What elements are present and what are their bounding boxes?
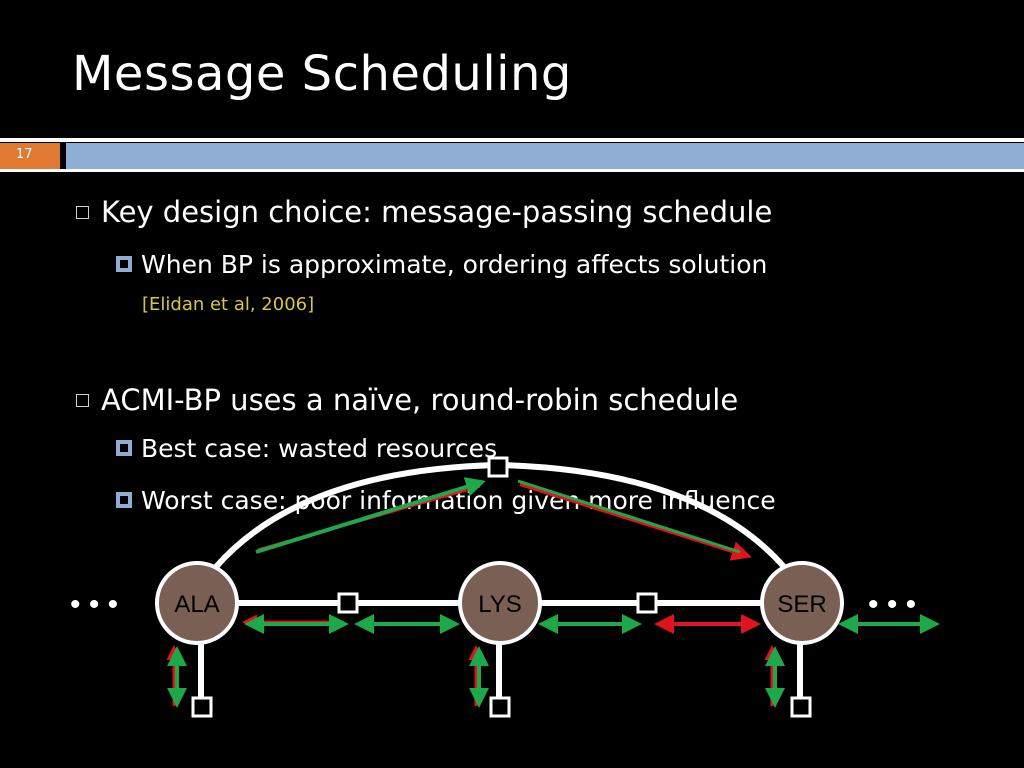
variable-node-ala: ALA (155, 561, 239, 645)
bullet-2: ACMI-BP uses a naïve, round-robin schedu… (76, 382, 738, 418)
node-label: SER (777, 591, 826, 618)
factor-node-ala-lys (337, 592, 359, 614)
slide-number-box: 17 (0, 143, 60, 169)
node-label: ALA (174, 591, 219, 618)
message-arrow-red (519, 482, 752, 561)
hollow-square-bullet-icon (76, 394, 89, 407)
bullet-2-sub-1: Best case: wasted resources (116, 434, 497, 464)
arc-edge (212, 461, 788, 570)
variable-node-ser: SER (760, 561, 844, 645)
bullet-1-sub: When BP is approximate, ordering affects… (116, 250, 767, 280)
hollow-square-bullet-icon (76, 206, 89, 219)
header-rule-top (0, 138, 1024, 142)
ellipsis-left: • • • (70, 588, 118, 621)
ellipsis-right: • • • (868, 588, 916, 621)
factor-node-top (487, 456, 509, 478)
message-arrow-green (255, 477, 486, 554)
square-bullet-icon (116, 440, 132, 456)
factor-node-lys (489, 696, 511, 718)
bullet-1-sub-text: When BP is approximate, ordering affects… (141, 250, 768, 279)
bullet-1: Key design choice: message-passing sched… (76, 194, 772, 230)
variable-node-lys: LYS (458, 561, 542, 645)
message-arrow-green (517, 479, 741, 554)
square-bullet-icon (116, 492, 132, 508)
header-accent-bar (66, 143, 1024, 169)
citation: [Elidan et al, 2006] (142, 294, 315, 315)
bullet-2-text: ACMI-BP uses a naïve, round-robin schedu… (101, 383, 739, 417)
factor-node-ala (191, 696, 213, 718)
header-rule-bottom (0, 169, 1024, 172)
slide-number: 17 (16, 147, 33, 162)
slide-title: Message Scheduling (72, 46, 572, 102)
node-label: LYS (478, 591, 522, 618)
factor-node-lys-ser (636, 592, 658, 614)
bullet-1-text: Key design choice: message-passing sched… (101, 195, 773, 229)
square-bullet-icon (116, 256, 132, 272)
bullet-2-sub-1-text: Best case: wasted resources (141, 434, 498, 463)
factor-node-ser (790, 696, 812, 718)
